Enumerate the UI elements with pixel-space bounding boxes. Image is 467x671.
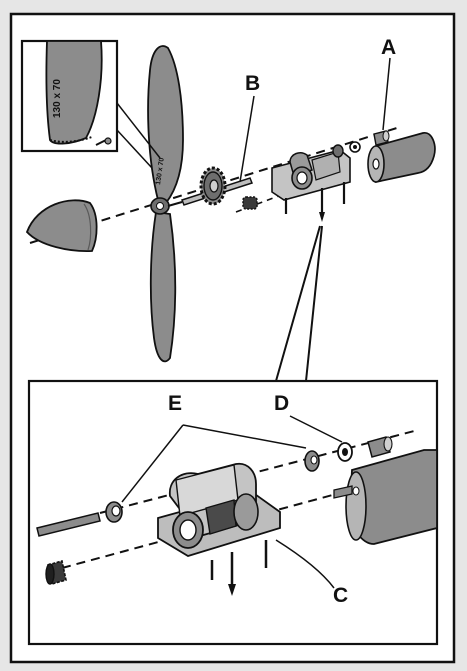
spinner-cone-icon	[25, 199, 98, 252]
motor-icon	[333, 449, 438, 545]
callout-b-leader	[239, 95, 255, 183]
pinion-gear-icon	[242, 196, 258, 210]
bushing-icon	[304, 442, 353, 472]
propeller-icon	[147, 45, 184, 363]
callout-e-leader-front	[121, 424, 184, 503]
pinion-gear-icon	[45, 559, 67, 586]
bushing-icon	[105, 501, 123, 523]
callout-d-label: D	[274, 392, 289, 415]
callout-a-leader	[382, 57, 391, 131]
callout-e-leader-rear	[182, 424, 307, 449]
coupler-icon	[367, 436, 393, 458]
bushing-icon	[332, 141, 361, 158]
inset-propeller-size-label: 130 x 70	[52, 79, 63, 118]
zoom-leader-left	[275, 225, 321, 382]
callout-d-leader	[289, 415, 343, 443]
assembly-axis-lower	[99, 429, 419, 514]
propeller-size-label: 130 x 70	[155, 157, 166, 185]
zoom-leader-right	[305, 225, 323, 382]
coupler-a-icon	[373, 130, 390, 146]
callout-b-label: B	[245, 72, 260, 95]
callout-c-label: C	[333, 584, 348, 607]
motor-mount-icon	[271, 149, 351, 222]
propeller-detail-inset	[20, 39, 161, 169]
motor-icon	[367, 132, 436, 184]
shaft-icon	[36, 512, 101, 537]
callout-a-label: A	[381, 36, 396, 59]
callout-e-label: E	[168, 392, 182, 415]
gear-icon	[199, 166, 227, 206]
callout-c-leader	[275, 539, 335, 589]
motor-mount-icon	[157, 462, 281, 596]
